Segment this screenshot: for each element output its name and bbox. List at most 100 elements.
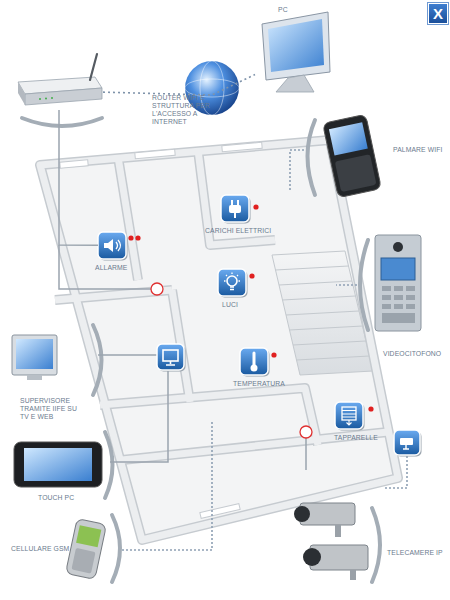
device-label: TELECAMERE IP (387, 549, 447, 557)
inner-wall (122, 432, 388, 460)
router-leds (39, 97, 53, 100)
intercom-camera (393, 242, 403, 252)
connector-line (103, 75, 255, 95)
tv-stand (27, 375, 42, 380)
icon-box (335, 402, 363, 429)
device-node: ROUTER WIFI E STRUTTURA PER L'ACCESSO A … (15, 72, 103, 110)
phone-screen (76, 525, 101, 547)
status-dot (135, 235, 140, 240)
window (60, 160, 88, 168)
caption-box: VIDEOCITOFONO (383, 350, 447, 358)
pc-monitor (262, 12, 330, 80)
inner-wall-top (100, 388, 318, 445)
icon-glyph (251, 365, 258, 372)
icon-glyph (231, 200, 233, 205)
dashed-wire (122, 420, 212, 550)
icon-glyph (163, 350, 178, 361)
bracket-arc (372, 508, 380, 582)
bracket-arc (22, 118, 102, 126)
stair-step (297, 356, 370, 360)
router-side (18, 82, 25, 105)
icon-glyph (253, 353, 256, 366)
stair-step (283, 296, 356, 300)
icon-box (157, 344, 184, 370)
stair-step (279, 281, 352, 285)
device-node: CELLULARE GSM (68, 520, 104, 578)
stair-step (286, 311, 359, 315)
icon-box (98, 232, 126, 259)
icon-box (240, 348, 268, 375)
stair-step (293, 341, 366, 345)
window (135, 149, 175, 158)
icon-glyph (116, 240, 121, 251)
inner-wall (118, 157, 138, 280)
phone-keypad (71, 548, 95, 574)
caption-box: TELECAMERE IP (387, 549, 447, 557)
device-node: LUCI (218, 269, 246, 296)
device-label: CARICHI ELETTRICI (205, 227, 277, 235)
intercom-button (406, 304, 415, 309)
intercom-button (382, 286, 391, 291)
device-node: SUPERVISORE TRAMITE IIFE SU TV E WEB (12, 335, 57, 380)
icon-glyph (224, 273, 240, 290)
gsm-phone (66, 518, 107, 579)
device-node: PALMARE WIFI (322, 115, 384, 197)
wireless-links (122, 150, 407, 550)
icon-glyph (342, 411, 356, 426)
camera-lens (303, 548, 321, 566)
bracket-arc (112, 515, 120, 582)
bracket-arc (308, 120, 316, 195)
palmare-body (323, 114, 382, 197)
touch-pc-frame (14, 442, 102, 487)
device-label: CELLULARE GSM (11, 545, 71, 553)
bracket-arc (360, 240, 368, 330)
status-dot (271, 352, 276, 357)
icon-glyph (237, 200, 239, 205)
caption-box: PC (278, 6, 302, 14)
icon-glyph (166, 361, 175, 365)
router-antenna (90, 54, 97, 80)
bulb-icon (218, 269, 248, 298)
connection-point (300, 426, 312, 438)
dashed-wire (290, 150, 304, 190)
status-dot (249, 273, 254, 278)
intercom-button (382, 304, 391, 309)
icon-glyph (403, 445, 409, 449)
cable-wires (59, 245, 306, 470)
device-node: CARICHI ELETTRICI (221, 195, 249, 222)
device-node: PC (255, 20, 333, 92)
device-label: ALLARME (95, 264, 135, 272)
status-dot (128, 235, 133, 240)
device-label: ROUTER WIFI E STRUTTURA PER L'ACCESSO A … (152, 94, 214, 126)
device-node: TELECAMERE IP (285, 495, 375, 580)
camera-mount (335, 525, 341, 537)
inner-wall-top (118, 157, 138, 280)
phone-body (66, 518, 107, 579)
intercom-display (381, 258, 415, 280)
close-button: X (428, 3, 448, 24)
caption-box: PALMARE WIFI (393, 146, 449, 154)
connection-point (151, 283, 163, 295)
status-dot (253, 204, 258, 209)
device-node: TAPPARELLE (335, 402, 363, 429)
intercom-button (394, 286, 403, 291)
inner-wall (100, 388, 318, 445)
tv-screen (16, 339, 53, 369)
pc-stand (276, 75, 314, 92)
intercom-button (394, 304, 403, 309)
caption-box: TEMPERATURA (233, 380, 291, 388)
device-node: TEMPERATURA (240, 348, 268, 375)
icon-box (394, 430, 420, 455)
palmare-device (323, 114, 382, 197)
router-led (39, 98, 41, 100)
camera-lens (294, 506, 310, 522)
device-label: LUCI (222, 301, 246, 309)
router-front (25, 88, 102, 105)
caption-box: TOUCH PC (38, 494, 82, 502)
caption-box: LUCI (222, 301, 246, 309)
dashed-wire (383, 456, 407, 488)
cable-wire (305, 438, 307, 470)
camera-icon (394, 430, 422, 457)
stair-step (276, 266, 349, 270)
